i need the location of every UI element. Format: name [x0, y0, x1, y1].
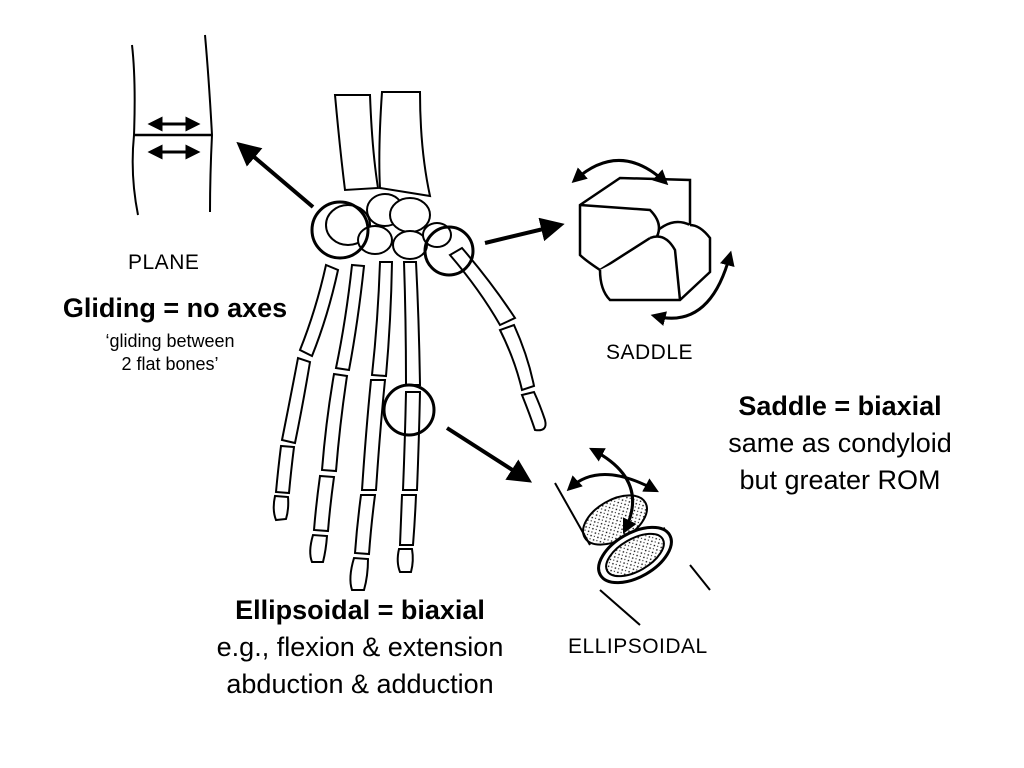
saddle-line-1: same as condyloid [728, 427, 952, 458]
saddle-line-2: but greater ROM [739, 464, 941, 495]
gliding-title: Gliding = no axes [62, 293, 288, 323]
hand-skeleton-icon [272, 91, 547, 591]
gliding-text-block: Gliding = no axes [30, 290, 320, 327]
ellipsoidal-title: Ellipsoidal = biaxial [235, 595, 485, 625]
ellipsoidal-joint-icon [554, 447, 711, 626]
pointer-arrows [236, 141, 565, 483]
saddle-joint-icon [571, 159, 735, 326]
ellipsoidal-line-1: e.g., flexion & extension [216, 631, 504, 662]
plane-pointer-arrow [236, 141, 315, 209]
saddle-title: Saddle = biaxial [738, 391, 942, 421]
gliding-line-2: 2 flat bones’ [121, 354, 219, 375]
plane-joint-icon [131, 34, 214, 216]
ellipsoidal-line-2: abduction & adduction [226, 668, 494, 699]
gliding-description: ‘gliding between 2 flat bones’ [60, 330, 280, 377]
saddle-label: SADDLE [606, 341, 694, 364]
gliding-line-1: ‘gliding between [105, 331, 235, 351]
plane-label: PLANE [128, 251, 200, 274]
ellipsoidal-label: ELLIPSOIDAL [568, 635, 708, 658]
ellipsoidal-text-block: Ellipsoidal = biaxial e.g., flexion & ex… [160, 592, 560, 703]
ellipsoidal-pointer-arrow [445, 426, 533, 483]
saddle-text-block: Saddle = biaxial same as condyloid but g… [690, 388, 990, 499]
saddle-pointer-arrow [484, 217, 565, 245]
